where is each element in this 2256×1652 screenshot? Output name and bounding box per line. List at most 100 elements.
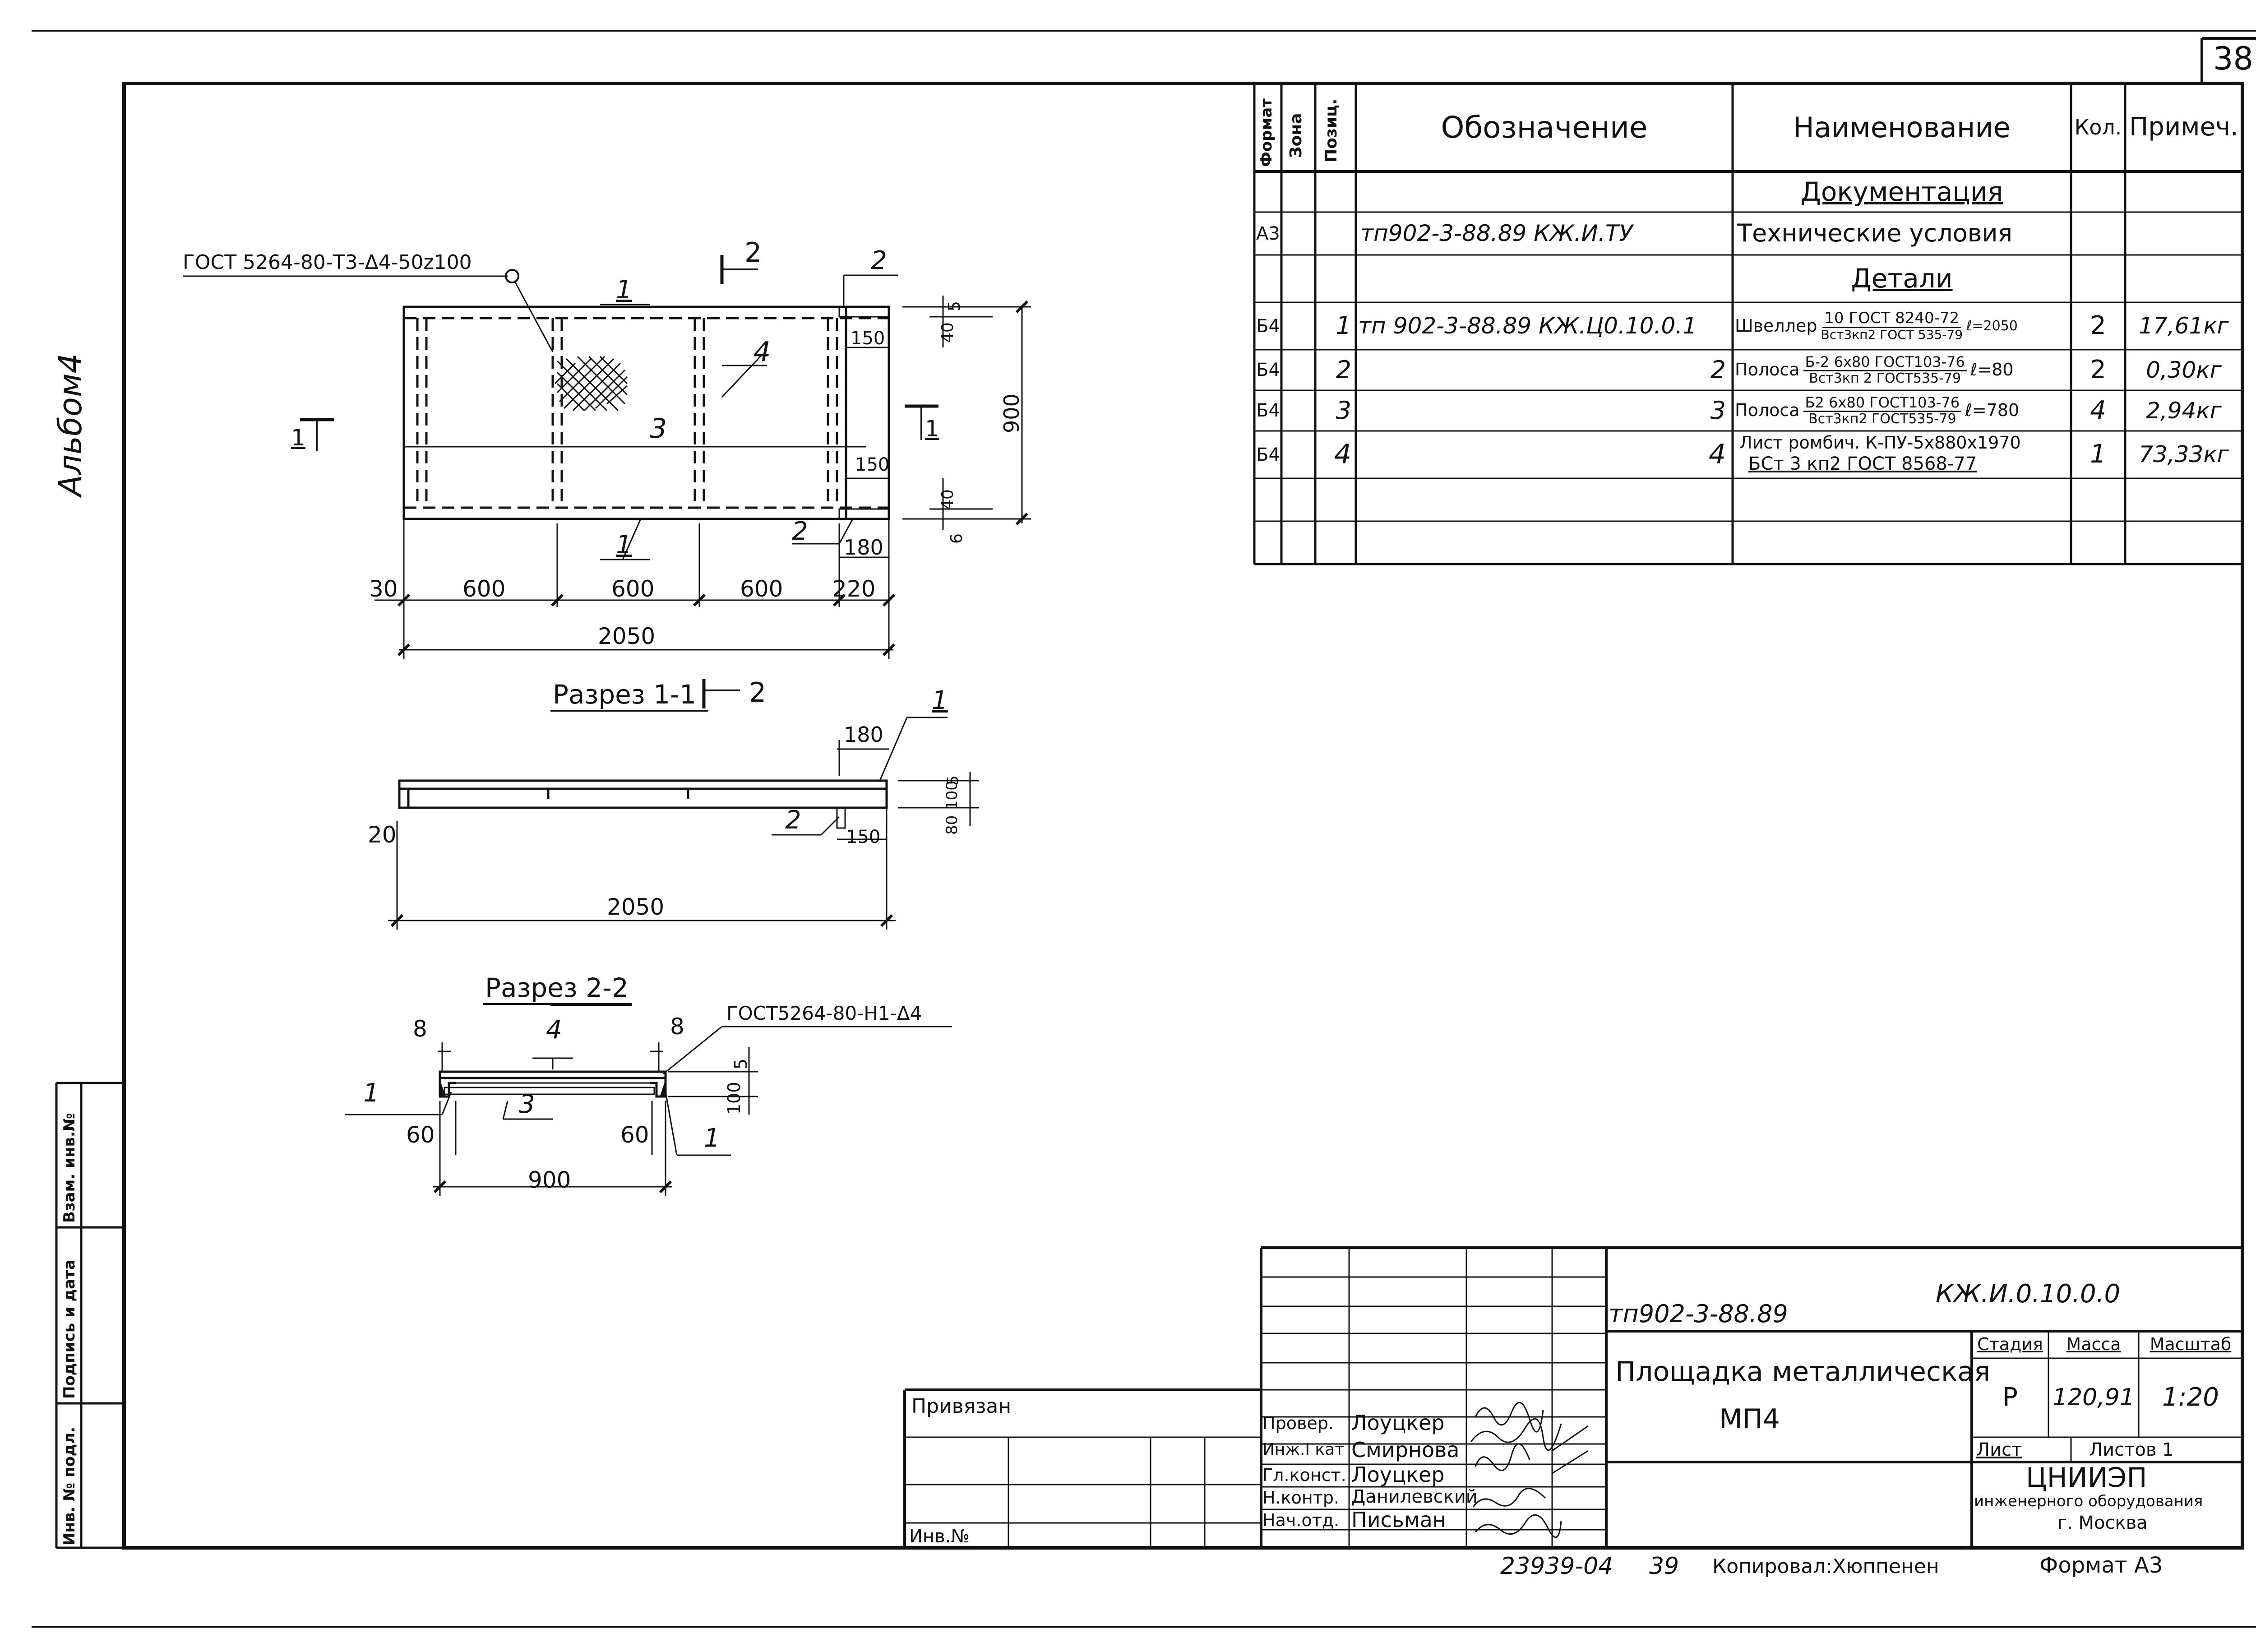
row-designation: 4 xyxy=(1708,439,1726,470)
header-designation: Обозначение xyxy=(1441,110,1648,145)
staff-name: Смирнова xyxy=(1351,1438,1460,1462)
mass-value: 120,91 xyxy=(2053,1384,2135,1411)
header-name: Наименование xyxy=(1793,111,2011,144)
stage-label: Стадия xyxy=(1977,1334,2043,1355)
copied-by: Копировал:Хюппенен xyxy=(1712,1555,1939,1578)
staff-name: Лоуцкер xyxy=(1351,1462,1445,1487)
dim-40: 40 xyxy=(938,489,957,510)
plan-pos-label: 1 xyxy=(616,275,632,305)
row-format: Б4 xyxy=(1256,444,1280,465)
dim-600: 600 xyxy=(462,576,506,602)
doc-code: КЖ.И.0.10.0.0 xyxy=(1936,1279,2121,1309)
section-documentation: Документация xyxy=(1800,176,2003,207)
sheets-label: Листов 1 xyxy=(2089,1439,2174,1460)
page-number: 39 xyxy=(1649,1553,1679,1580)
name-fraction: 10 ГОСТ 8240-72 Вст3кп2 ГОСТ 535-79 xyxy=(1821,310,1963,342)
name-line-2: БСт 3 кп2 ГОСТ 8568-77 xyxy=(1748,453,1977,474)
name-fraction: Б-2 6х80 ГОСТ103-76 Вст3кп 2 ГОСТ535-79 xyxy=(1803,354,1967,386)
row-name: Полоса Б2 6х80 ГОСТ103-76 Вст3кп2 ГОСТ53… xyxy=(1735,390,2071,431)
row-qty: 2 xyxy=(2090,355,2106,384)
staff-name: Лоуцкер xyxy=(1351,1411,1445,1435)
order-number: 23939-04 xyxy=(1500,1553,1613,1580)
section-2-2-pos-label: 1 xyxy=(704,1124,720,1153)
staff-role: Н.контр. xyxy=(1262,1488,1340,1508)
org-line-2: инженерного оборудования xyxy=(1974,1492,2203,1510)
stage-value: Р xyxy=(2002,1383,2018,1412)
sheet-number: 38 xyxy=(2213,40,2254,77)
dim-900: 900 xyxy=(528,1167,571,1193)
dim-180: 180 xyxy=(844,722,883,747)
section-1-1-pos-label: 1 xyxy=(932,686,948,715)
section-2-2-pos-label: 4 xyxy=(546,1015,562,1045)
plan-pos-label: 4 xyxy=(754,336,771,368)
section-1-1-title: Разрез 1-1 xyxy=(553,679,696,710)
title-line-2: МП4 xyxy=(1719,1403,1780,1435)
row-designation: тп902-3-88.89 КЖ.И.ТУ xyxy=(1360,220,1633,247)
mass-label: Масса xyxy=(2066,1334,2121,1355)
dim-900: 900 xyxy=(999,393,1024,433)
row-designation: 2 xyxy=(1710,355,1726,384)
section-details: Детали xyxy=(1851,263,1953,294)
name-numerator: Б2 6х80 ГОСТ103-76 xyxy=(1803,395,1962,412)
row-pos: 2 xyxy=(1336,355,1351,384)
dim-8: 8 xyxy=(670,1013,684,1040)
row-designation: тп 902-3-88.89 КЖ.Ц0.10.0.1 xyxy=(1358,313,1697,339)
stamp-sign-date: Подпись и дата xyxy=(60,1259,79,1399)
name-suffix: ℓ=80 xyxy=(1970,360,2014,380)
dim-5: 5 xyxy=(945,301,964,311)
dim-5: 5 xyxy=(731,1058,751,1069)
dim-220: 220 xyxy=(832,576,876,602)
row-pos: 1 xyxy=(1336,311,1351,340)
staff-role: Провер. xyxy=(1262,1413,1334,1433)
name-prefix: Швеллер xyxy=(1735,315,1817,336)
scale-value: 1:20 xyxy=(2162,1383,2219,1412)
header-pos: Позиц. xyxy=(1322,98,1341,162)
staff-role: Инж.I кат xyxy=(1262,1440,1345,1459)
name-prefix: Полоса xyxy=(1735,400,1800,421)
name-denominator: Вст3кп2 ГОСТ535-79 xyxy=(1808,411,1956,427)
plan-pos-label: 1 xyxy=(616,530,632,560)
row-name: Технические условия xyxy=(1737,219,2013,248)
dim-60: 60 xyxy=(620,1122,649,1148)
plan-pos-label: 3 xyxy=(650,413,667,444)
section-2-2-pos-label: 1 xyxy=(363,1078,379,1108)
name-denominator: Вст3кп 2 ГОСТ535-79 xyxy=(1809,370,1961,386)
staff-name: Данилевский xyxy=(1351,1486,1478,1507)
org-line-1: ЦНИИЭП xyxy=(2026,1462,2147,1494)
dim-180: 180 xyxy=(844,535,883,560)
row-note: 73,33кг xyxy=(2139,441,2229,468)
row-name: Швеллер 10 ГОСТ 8240-72 Вст3кп2 ГОСТ 535… xyxy=(1735,302,2071,350)
cut-mark-2: 2 xyxy=(744,237,762,268)
row-note: 17,61кг xyxy=(2139,313,2229,339)
row-format: Б4 xyxy=(1256,400,1280,421)
scale-label: Масштаб xyxy=(2150,1334,2232,1355)
name-numerator: Б-2 6х80 ГОСТ103-76 xyxy=(1803,354,1967,371)
row-designation: 3 xyxy=(1710,396,1726,425)
row-format: А3 xyxy=(1256,223,1280,244)
stamp-inv-no: Инв. № подл. xyxy=(60,1426,79,1546)
row-qty: 2 xyxy=(2090,311,2106,341)
dim-100: 100 xyxy=(724,1082,744,1115)
dim-150: 150 xyxy=(855,454,890,475)
dim-20: 20 xyxy=(368,822,397,848)
row-format: Б4 xyxy=(1256,360,1280,380)
dim-600: 600 xyxy=(611,576,655,602)
name-numerator: 10 ГОСТ 8240-72 xyxy=(1822,310,1961,329)
row-pos: 3 xyxy=(1336,396,1351,425)
section-1-1-cut-mark: 2 xyxy=(749,677,767,708)
name-prefix: Полоса xyxy=(1735,360,1800,380)
dim-150: 150 xyxy=(846,827,881,847)
name-suffix: ℓ=2050 xyxy=(1966,318,2018,334)
section-2-2-title: Разрез 2-2 xyxy=(485,972,629,1003)
row-note: 0,30кг xyxy=(2146,356,2222,383)
staff-name: Письман xyxy=(1351,1508,1446,1532)
cut-mark-1-right: 1 xyxy=(925,416,939,442)
sheet-label: Лист xyxy=(1976,1439,2022,1460)
row-qty: 4 xyxy=(2090,395,2106,425)
plan-pos-label: 2 xyxy=(792,517,808,546)
name-denominator: Вст3кп2 ГОСТ 535-79 xyxy=(1821,327,1963,342)
dim-600: 600 xyxy=(740,576,783,602)
header-qty: Кол. xyxy=(2074,115,2122,140)
binding-inv-no: Инв.№ xyxy=(909,1526,970,1547)
